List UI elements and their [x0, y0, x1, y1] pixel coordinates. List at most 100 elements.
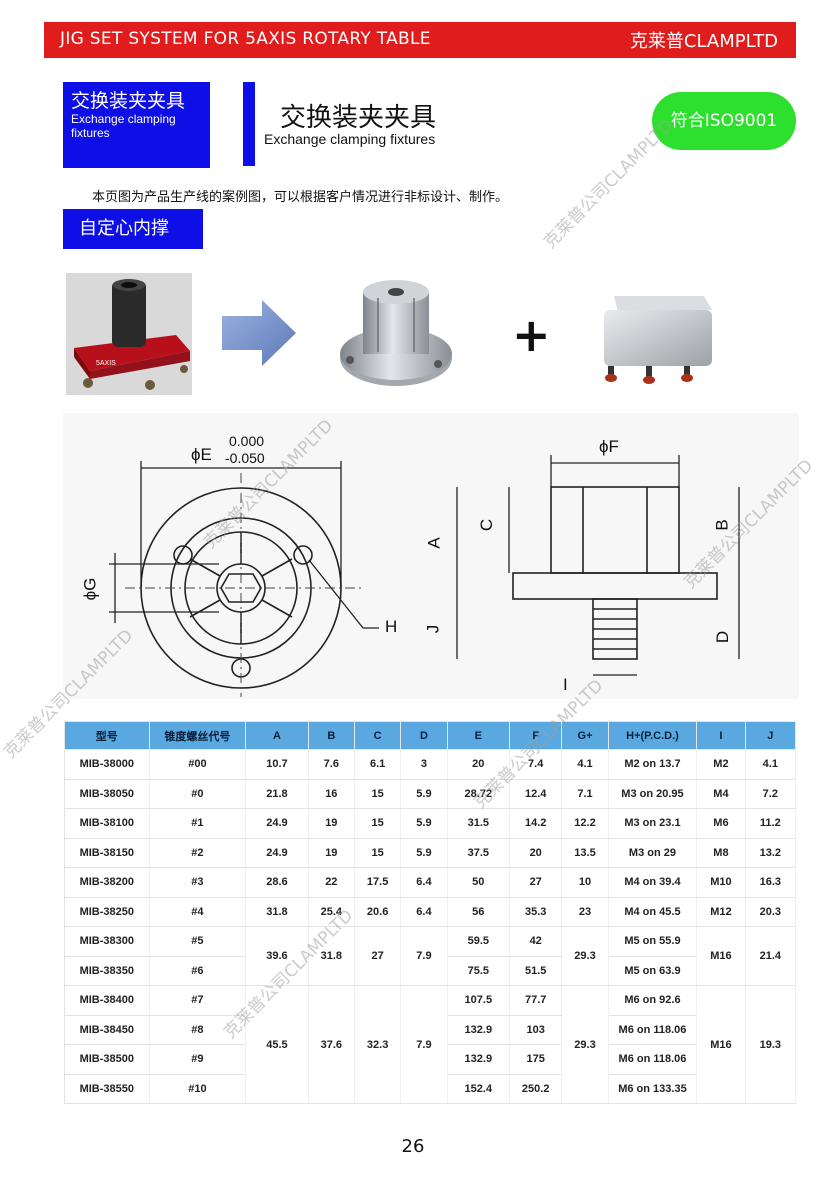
technical-drawing: ϕE 0.000 -0.050 ϕG H ϕF A C B J D I [63, 413, 799, 699]
table-cell: 20.6 [353, 896, 402, 927]
header-brand: 克莱普CLAMPLTD [629, 31, 778, 52]
table-cell: M6 on 118.06 [607, 1044, 698, 1075]
table-cell: M5 on 63.9 [607, 955, 698, 986]
intro-text: 本页图为产品生产线的案例图，可以根据客户情况进行非标设计、制作。 [92, 190, 509, 205]
section-box-title-cn: 交换装夹夹具 [71, 90, 186, 112]
iso-badge: 符合ISO9001 [652, 92, 796, 150]
table-cell: 35.3 [509, 896, 563, 927]
spec-table: 型号 锥度螺丝代号 A B C D E F G+ H+(P.C.D.) I J … [64, 721, 797, 1104]
table-cell: 31.5 [446, 808, 511, 839]
table-cell: M4 [696, 778, 746, 809]
table-cell: 28.72 [446, 778, 511, 809]
table-cell: 19 [307, 837, 355, 868]
table-cell: M3 on 23.1 [607, 808, 698, 839]
table-cell: MIB-38450 [64, 1014, 150, 1045]
table-cell: 59.5 [446, 926, 511, 957]
table-cell: 5.9 [400, 837, 448, 868]
table-cell: 75.5 [446, 955, 511, 986]
table-header: H+(P.C.D.) [607, 721, 698, 750]
label-dia-f: ϕF [599, 437, 619, 456]
table-cell: #7 [148, 985, 247, 1016]
table-cell: 5.9 [400, 778, 448, 809]
table-cell: 39.6 [245, 926, 309, 986]
table-cell: #8 [148, 1014, 247, 1045]
table-header: I [696, 721, 746, 750]
label-tol-lower: -0.050 [225, 450, 265, 466]
label-b: B [712, 519, 732, 531]
table-cell: 15 [353, 837, 402, 868]
page-title-cn: 交换装夹夹具 [280, 103, 437, 133]
table-cell: #0 [148, 778, 247, 809]
table-cell: 132.9 [446, 1014, 511, 1045]
table-cell: M4 on 45.5 [607, 896, 698, 927]
table-cell: MIB-38050 [64, 778, 150, 809]
table-cell: 17.5 [353, 867, 402, 898]
header-title: JIG SET SYSTEM FOR 5AXIS ROTARY TABLE [60, 29, 431, 49]
table-cell: #2 [148, 837, 247, 868]
table-cell: 32.3 [353, 985, 402, 1104]
drawing-svg [109, 455, 740, 697]
table-cell: 29.3 [561, 926, 609, 986]
table-cell: MIB-38300 [64, 926, 150, 957]
table-cell: 37.5 [446, 837, 511, 868]
product-photo-block [604, 296, 712, 384]
table-cell: #5 [148, 926, 247, 957]
table-cell: 10 [561, 867, 609, 898]
table-cell: #6 [148, 955, 247, 986]
table-cell: 14.2 [509, 808, 563, 839]
label-a: A [424, 537, 444, 549]
table-cell: 45.5 [245, 985, 309, 1104]
table-cell: 27 [353, 926, 402, 986]
table-cell: 4.1 [561, 749, 609, 780]
table-cell: MIB-38100 [64, 808, 150, 839]
table-cell: #9 [148, 1044, 247, 1075]
table-cell: 19 [307, 808, 355, 839]
table-cell: 37.6 [307, 985, 355, 1104]
label-dia-g: ϕG [80, 577, 100, 601]
plus-sign: + [512, 308, 551, 362]
page-number: 26 [401, 1136, 425, 1157]
table-row: MIB-38350 #6 75.5 51.5 M5 on 63.9 [64, 955, 796, 986]
table-cell: M5 on 55.9 [607, 926, 698, 957]
table-header: 锥度螺丝代号 [148, 721, 247, 750]
table-cell: 21.4 [744, 926, 797, 986]
table-cell: 16 [307, 778, 355, 809]
table-cell: 3 [400, 749, 448, 780]
table-header-row: 型号 锥度螺丝代号 A B C D E F G+ H+(P.C.D.) I J [64, 721, 797, 750]
table-cell: 27 [509, 867, 563, 898]
table-header: C [353, 721, 402, 750]
table-header: F [509, 721, 563, 750]
table-cell: MIB-38500 [64, 1044, 150, 1075]
table-header: E [446, 721, 511, 750]
table-cell: 25.4 [307, 896, 355, 927]
table-cell: 6.1 [353, 749, 402, 780]
table-header: A [245, 721, 309, 750]
table-cell: #1 [148, 808, 247, 839]
table-cell: 7.9 [400, 926, 448, 986]
table-cell: 152.4 [446, 1073, 511, 1104]
table-cell: 15 [353, 808, 402, 839]
product-label: 5AXIS [96, 360, 116, 367]
table-cell: 13.2 [744, 837, 797, 868]
table-cell: #3 [148, 867, 247, 898]
table-cell: 7.4 [509, 749, 563, 780]
table-cell: 13.5 [561, 837, 609, 868]
table-cell: 7.9 [400, 985, 448, 1104]
table-cell: 24.9 [245, 837, 309, 868]
table-cell: 28.6 [245, 867, 309, 898]
label-j: J [423, 624, 443, 634]
table-cell: M6 [696, 808, 746, 839]
table-cell: 16.3 [744, 867, 797, 898]
table-cell: M12 [696, 896, 746, 927]
table-cell: 12.2 [561, 808, 609, 839]
table-row: MIB-38400 #7 45.5 37.6 32.3 7.9 107.5 77… [64, 985, 797, 1104]
label-c: C [477, 518, 497, 532]
table-cell: M2 on 13.7 [607, 749, 698, 780]
table-cell: 20 [446, 749, 511, 780]
table-cell: M3 on 20.95 [607, 778, 698, 809]
table-cell: 20 [509, 837, 563, 868]
